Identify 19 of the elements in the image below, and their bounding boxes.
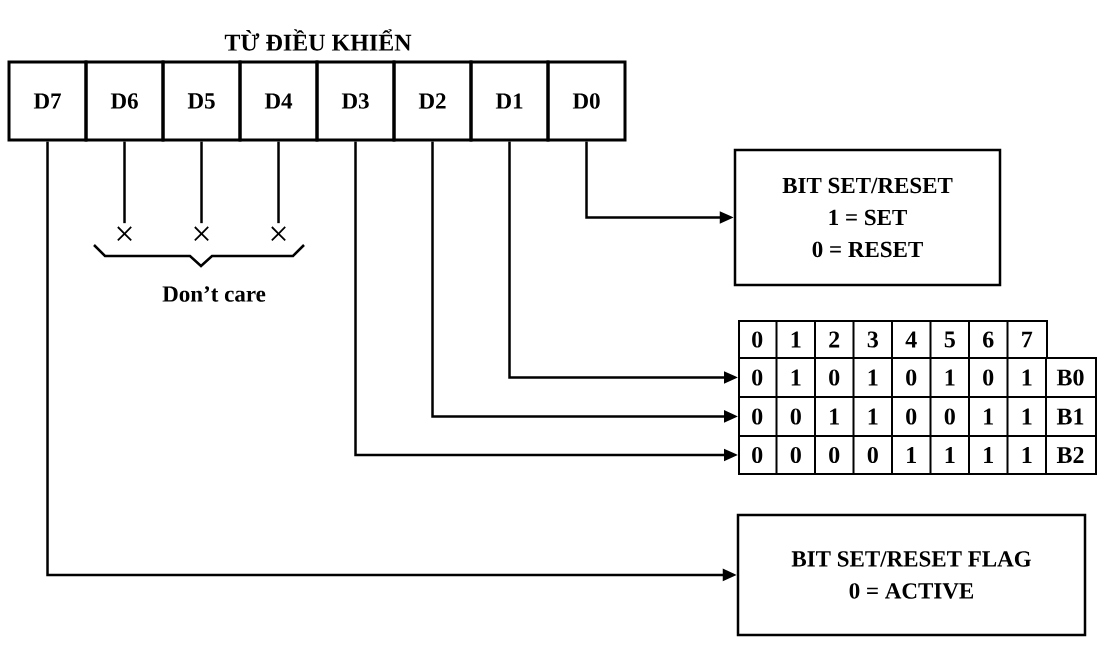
cross-mark: ×: [117, 226, 132, 241]
cross-mark: ×: [271, 226, 286, 241]
register-cell: D5: [161, 60, 242, 142]
register-cell: D0: [546, 60, 627, 142]
table-row: 0 1 2 3 4 5 6 7: [738, 319, 1048, 359]
table-row: 0 0 1 1 0 0 1 1 B1: [738, 395, 1097, 437]
note: Don’t care: [162, 286, 266, 302]
title: TỪ ĐIỀU KHIỂN: [224, 29, 412, 51]
table-row: 0 1 0 1 0 1 0 1 B0: [738, 356, 1097, 398]
cross-mark: ×: [194, 226, 209, 241]
register-cell: D7: [7, 60, 88, 142]
text-box: BIT SET/RESET FLAG 0 = ACTIVE: [736, 513, 1087, 637]
register-cell: D2: [392, 60, 473, 142]
register-cell: D6: [84, 60, 165, 142]
register-cell: D4: [238, 60, 319, 142]
text-box: BIT SET/RESET 1 = SET 0 = RESET: [733, 148, 1002, 287]
register-cell: D1: [469, 60, 550, 142]
register-cell: D3: [315, 60, 396, 142]
table-row: 0 0 0 0 1 1 1 1 B2: [738, 434, 1097, 475]
